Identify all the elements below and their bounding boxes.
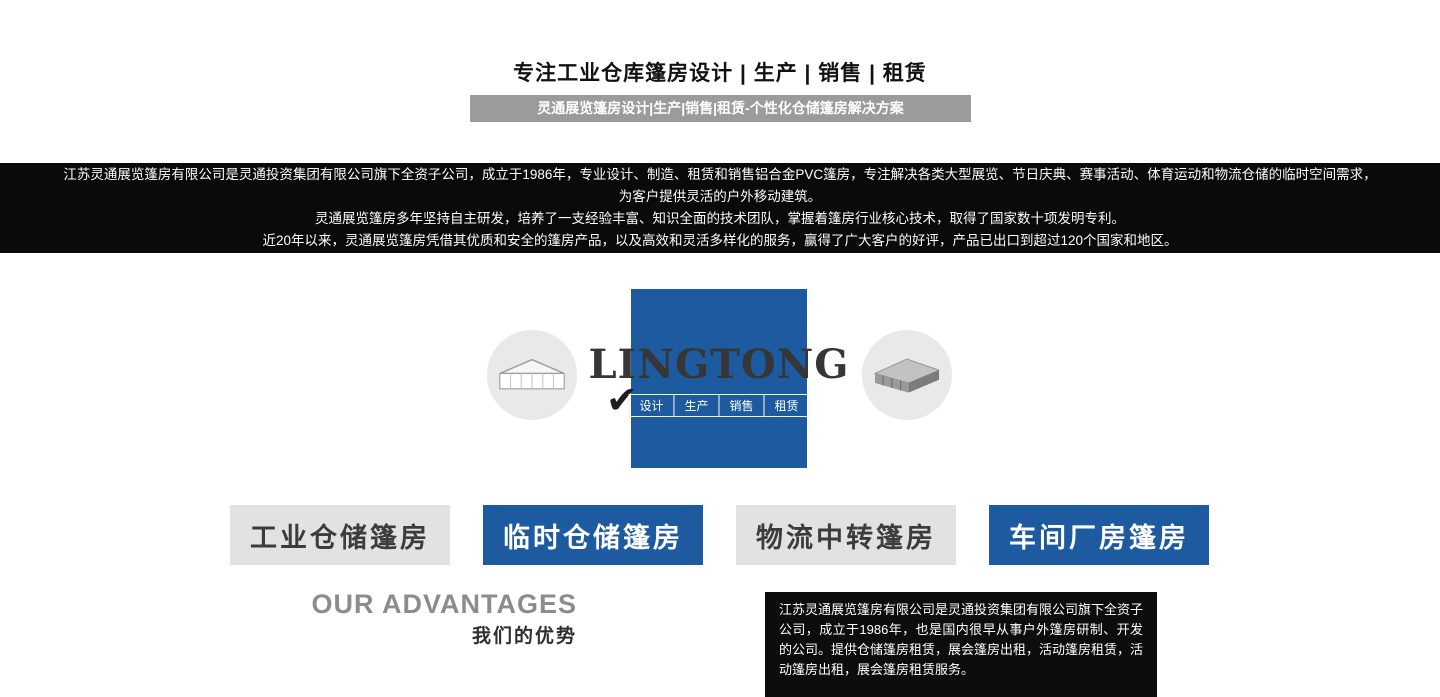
intro-line-2: 为客户提供灵活的户外移动建筑。 xyxy=(618,189,822,204)
brand-logo-text: LINGTONG xyxy=(588,341,850,388)
category-button-logistics-transit-tent[interactable]: 物流中转篷房 xyxy=(736,505,956,565)
company-intro-banner: 江苏灵通展览篷房有限公司是灵通投资集团有限公司旗下全资子公司，成立于1986年，… xyxy=(0,163,1440,253)
category-button-temporary-warehouse-tent[interactable]: 临时仓储篷房 xyxy=(483,505,703,565)
subtitle-bar: 灵通展览篷房设计|生产|销售|租赁-个性化仓储篷房解决方案 xyxy=(470,95,971,122)
company-intro-block: 江苏灵通展览篷房有限公司是灵通投资集团有限公司旗下全资子公司，成立于1986年，… xyxy=(765,592,1157,697)
page-title: 专注工业仓库篷房设计 | 生产 | 销售 | 租赁 xyxy=(513,62,927,85)
advantages-title-en: OUR ADVANTAGES xyxy=(311,589,577,619)
tagline-item-sales: 销售 xyxy=(718,394,765,417)
tagline-item-production: 生产 xyxy=(673,394,720,417)
checkmark-icon: ✔ xyxy=(606,380,638,422)
intro-line-3: 灵通展览篷房多年坚持自主研发，培养了一支经验丰富、知识全面的技术团队，掌握着篷房… xyxy=(315,211,1125,226)
logo-panel xyxy=(631,289,807,468)
advantages-title-zh: 我们的优势 xyxy=(471,626,577,647)
category-button-workshop-factory-tent[interactable]: 车间厂房篷房 xyxy=(989,505,1209,565)
dark-tent-icon xyxy=(873,358,941,393)
brand-tagline: 设计 生产 销售 租赁 xyxy=(628,394,810,417)
tagline-item-rental: 租赁 xyxy=(763,394,810,417)
intro-line-4: 近20年以来，灵通展览篷房凭借其优质和安全的篷房产品，以及高效和灵活多样化的服务… xyxy=(262,233,1178,248)
advantages-heading: OUR ADVANTAGES 我们的优势 xyxy=(230,589,577,648)
intro-line-1: 江苏灵通展览篷房有限公司是灵通投资集团有限公司旗下全资子公司，成立于1986年，… xyxy=(63,167,1377,182)
tent-photo-right xyxy=(862,330,952,420)
category-button-industrial-warehouse-tent[interactable]: 工业仓储篷房 xyxy=(230,505,450,565)
tent-photo-left xyxy=(487,330,577,420)
tagline-item-design: 设计 xyxy=(628,394,675,417)
light-tent-icon xyxy=(499,358,565,390)
